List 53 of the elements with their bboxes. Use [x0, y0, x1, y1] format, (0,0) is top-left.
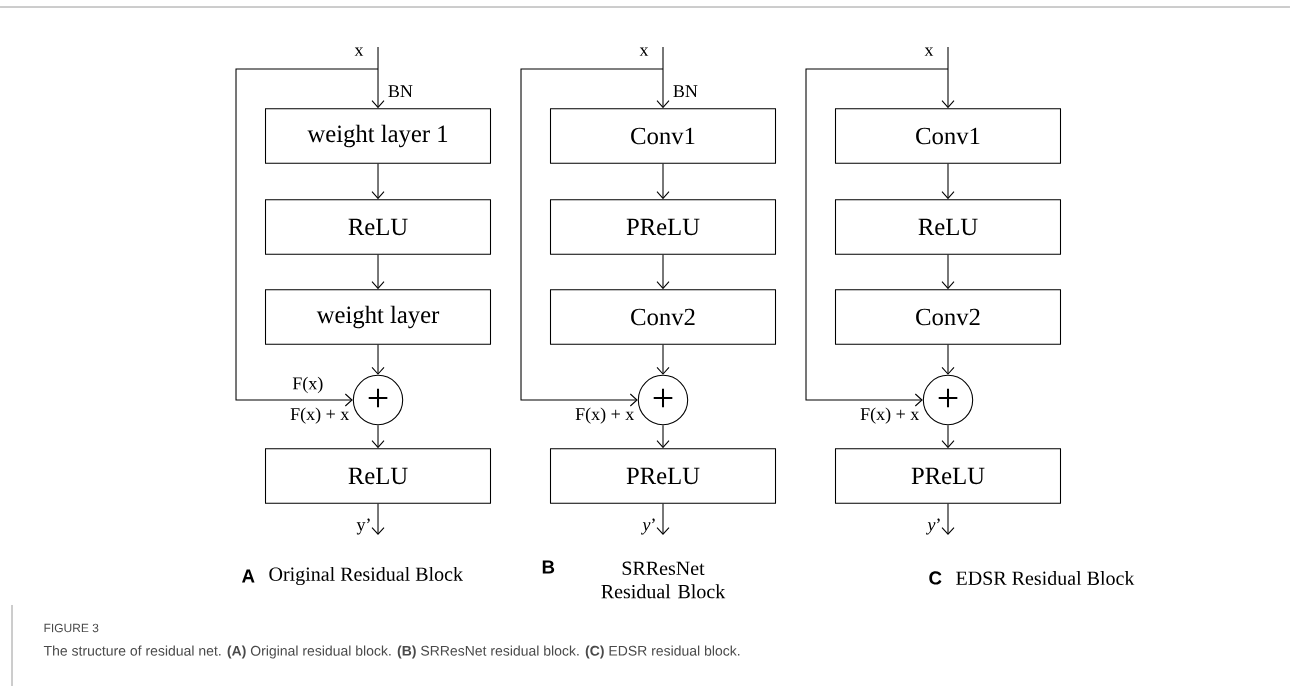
annotation-text: F(x) + x: [575, 407, 635, 424]
arrow: [805, 68, 949, 407]
arrow: [656, 503, 670, 535]
process-box: ReLU: [834, 199, 1062, 255]
annotation-text: F(x) + x: [290, 407, 350, 424]
arrow: [656, 163, 670, 200]
process-box: weight layer 1: [264, 108, 492, 164]
arrow: [235, 68, 379, 407]
arrow: [656, 46, 670, 109]
edge-label: BN: [386, 83, 415, 99]
arrow: [941, 344, 955, 375]
arrow: [371, 424, 385, 449]
arrow: [656, 254, 670, 290]
process-box: Conv1: [834, 108, 1062, 164]
arrow: [371, 503, 385, 535]
arrow: [520, 68, 664, 407]
arrow: [941, 254, 955, 290]
process-box: weight layer: [264, 289, 492, 345]
arrow: [941, 424, 955, 449]
process-box: Conv2: [549, 289, 777, 345]
edge-label: F(x): [291, 375, 325, 395]
process-box: PReLU: [834, 448, 1062, 504]
input-label: x: [639, 47, 649, 56]
arrow: [941, 503, 955, 535]
panel-letter: C: [929, 571, 942, 585]
output-label: y’: [925, 518, 940, 535]
process-box: ReLU: [264, 448, 492, 504]
arrow: [371, 163, 385, 200]
process-box: ReLU: [264, 199, 492, 255]
arrow: [371, 254, 385, 290]
process-box: Conv1: [549, 108, 777, 164]
arrow: [371, 46, 385, 109]
arrow: [656, 424, 670, 449]
output-label: y’: [356, 518, 370, 535]
panel-title: Original Residual Block: [269, 566, 463, 586]
output-label: y’: [640, 518, 655, 535]
process-box: Conv2: [834, 289, 1062, 345]
caption: The structure of residual net. (A) Original residual block. (B) SRResNet residual block. (C) EDSR residual block.: [43, 645, 740, 659]
arrow: [941, 46, 955, 109]
process-box: PReLU: [549, 199, 777, 255]
input-label: x: [354, 47, 364, 56]
figure-number: FIGURE 3: [44, 623, 99, 633]
process-box: PReLU: [549, 448, 777, 504]
panel-letter: A: [242, 569, 255, 583]
panel-letter: B: [542, 560, 555, 574]
edge-label: BN: [671, 83, 700, 99]
arrow: [941, 163, 955, 200]
arrow: [656, 344, 670, 375]
input-label: x: [924, 47, 934, 56]
arrow: [371, 344, 385, 375]
annotation-text: F(x) + x: [860, 407, 920, 424]
panel-title: EDSR Residual Block: [956, 570, 1135, 585]
panel-title: SRResNet Residual Block: [601, 561, 726, 599]
